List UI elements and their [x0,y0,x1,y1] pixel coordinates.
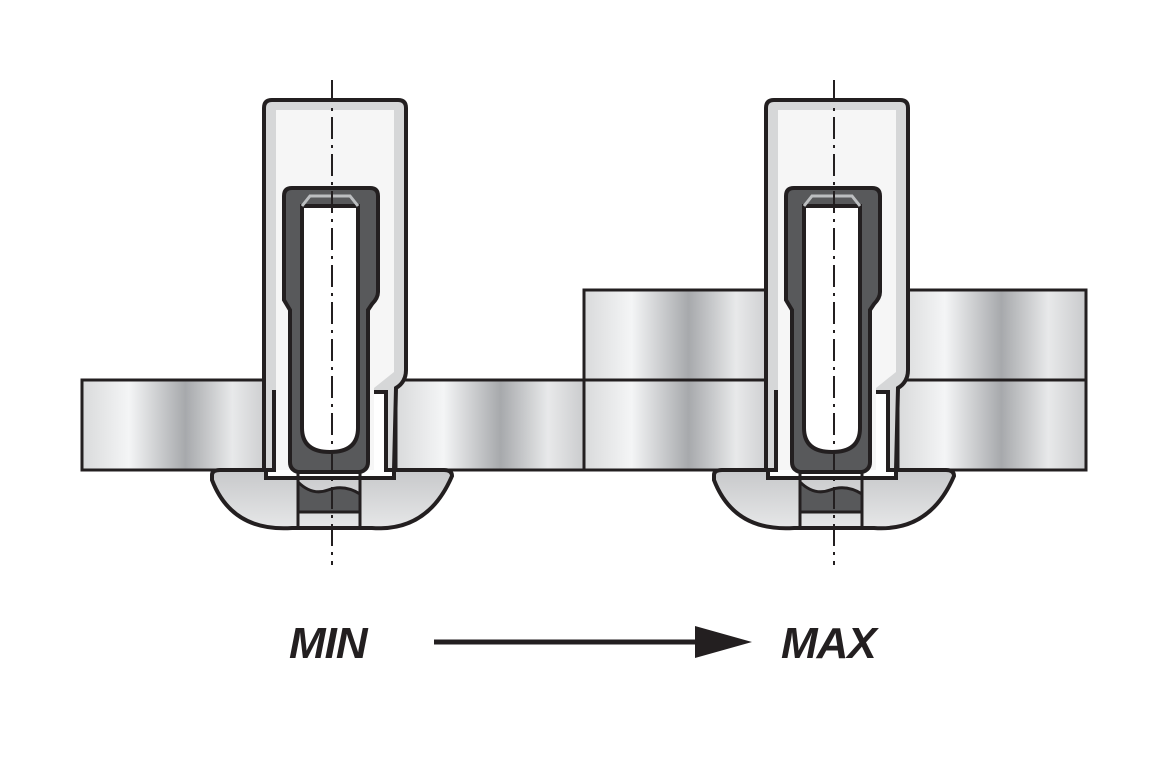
arrowhead-icon [695,626,752,658]
min-rivet [210,78,454,567]
min-label: MIN [289,619,368,668]
min-configuration [80,78,588,567]
max-plate-left-top [582,288,776,382]
max-plate-right-bottom [896,378,1088,472]
max-configuration [582,78,1088,567]
range-arrow [434,626,752,658]
min-plate-right [394,378,588,472]
min-plate-left [80,378,272,472]
max-plate-right-top [896,288,1088,382]
max-label: MAX [781,619,877,668]
max-plate-left-bottom [582,378,776,472]
